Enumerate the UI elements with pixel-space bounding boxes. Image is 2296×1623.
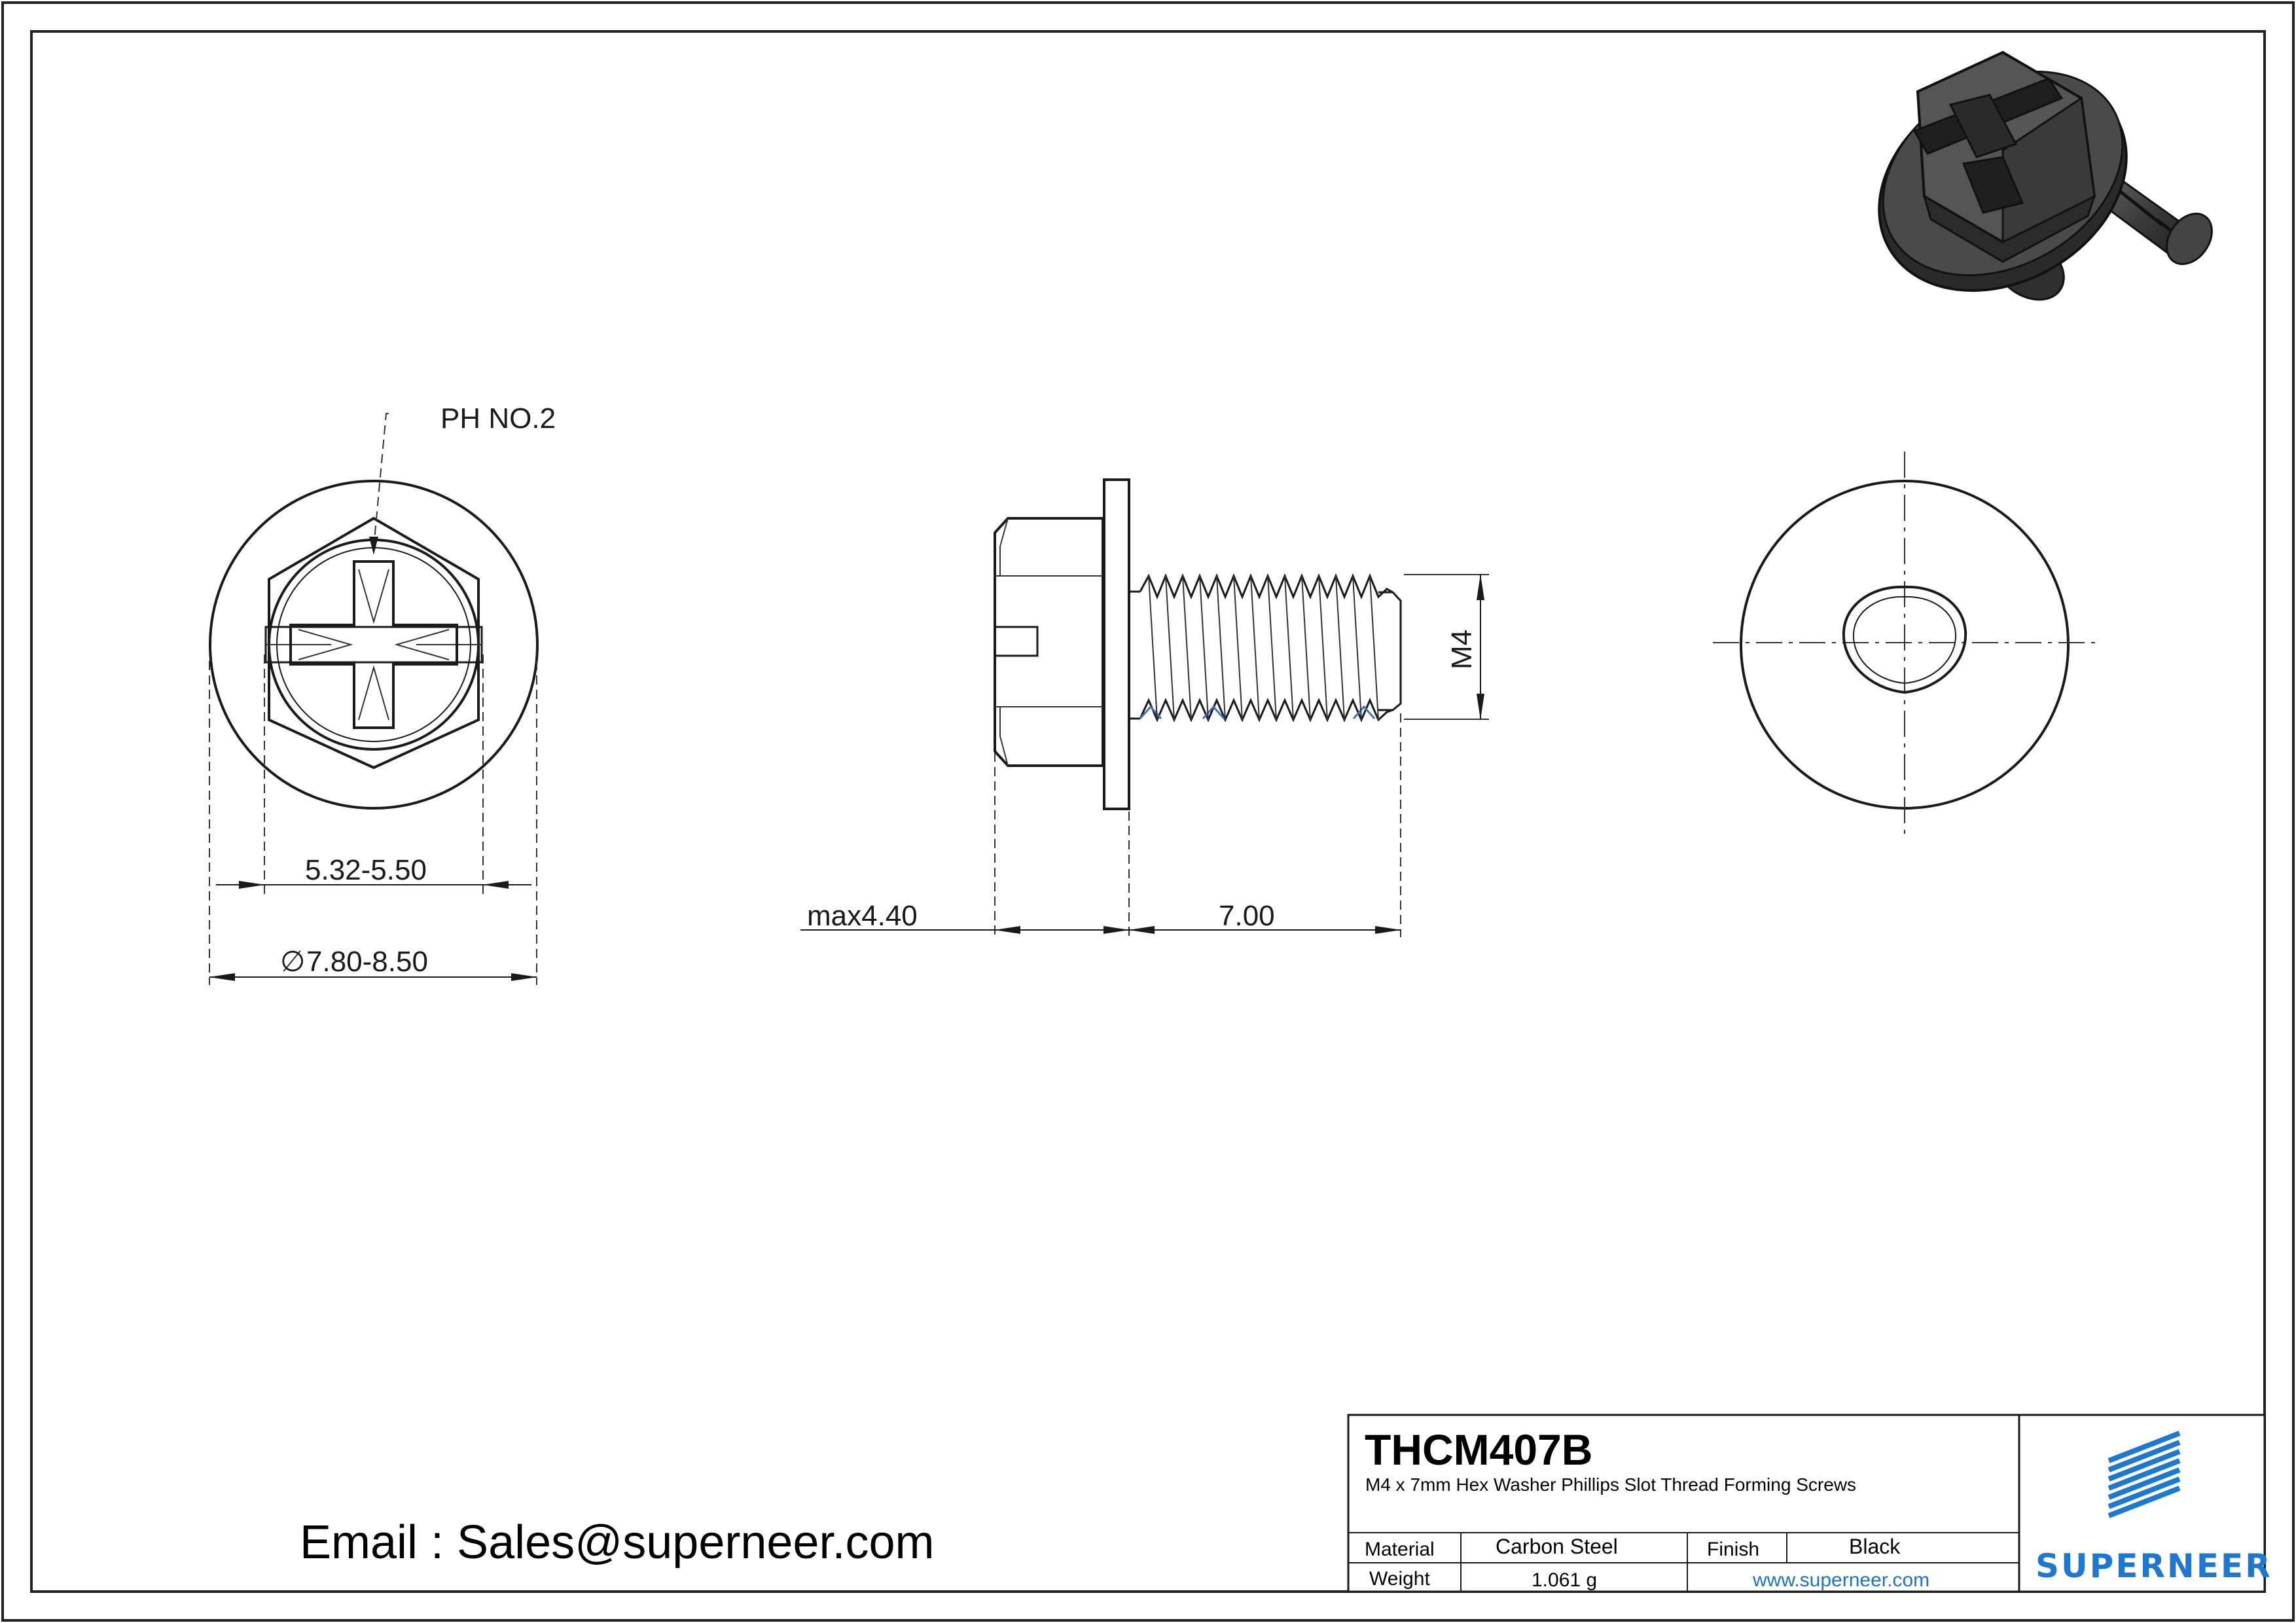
screw-3d-render-icon <box>1878 50 2213 301</box>
finish-value: Black <box>1849 1535 1901 1558</box>
title-block: THCM407B M4 x 7mm Hex Washer Phillips Sl… <box>1347 1414 2272 1593</box>
material-label: Material <box>1365 1539 1435 1560</box>
thread-size-dim: M4 <box>1446 630 1478 669</box>
weight-value: 1.061 g <box>1532 1569 1597 1591</box>
trilobe-inner <box>1852 596 1957 685</box>
diameter-symbol-icon: ∅ <box>280 946 305 978</box>
thread-top-profile <box>1139 573 1393 599</box>
callout-leader <box>373 413 389 548</box>
ph-callout-label: PH NO.2 <box>440 402 556 435</box>
side-view: M4 max4.40 7.00 <box>800 478 1489 937</box>
washer-diameter-dim: 7.80-8.50 <box>306 946 428 978</box>
finish-label: Finish <box>1707 1539 1759 1560</box>
thread-bottom-profile <box>1139 698 1393 722</box>
point-end-view <box>1713 452 2098 838</box>
material-value: Carbon Steel <box>1496 1535 1618 1558</box>
brand-name: SUPERNEER <box>2036 1547 2272 1585</box>
length-dim: 7.00 <box>1219 900 1275 932</box>
superneer-logo-icon <box>2108 1431 2181 1518</box>
weight-label: Weight <box>1369 1568 1430 1590</box>
part-description: M4 x 7mm Hex Washer Phillips Slot Thread… <box>1365 1474 1856 1495</box>
hex-outline <box>268 516 480 770</box>
hex-head-side <box>994 517 1104 767</box>
inner-border <box>30 30 2266 1593</box>
website-link[interactable]: www.superneer.com <box>1752 1569 1929 1591</box>
washer-side <box>1103 478 1130 810</box>
head-height-dim: max4.40 <box>807 900 918 932</box>
head-top-view: PH NO.2 5.32-5.50 ∅ 7.80-8.50 <box>209 402 556 985</box>
side-slot <box>995 626 1039 657</box>
thread-flanks <box>1148 575 1379 721</box>
washer-outline <box>209 480 539 810</box>
part-number: THCM407B <box>1365 1425 1592 1474</box>
phillips-cross <box>289 560 458 729</box>
trilobe-outer <box>1842 585 1967 694</box>
thread-point <box>1378 591 1402 711</box>
contact-email[interactable]: Email : Sales@superneer.com <box>300 1516 935 1569</box>
across-flats-dim: 5.32-5.50 <box>305 854 427 886</box>
